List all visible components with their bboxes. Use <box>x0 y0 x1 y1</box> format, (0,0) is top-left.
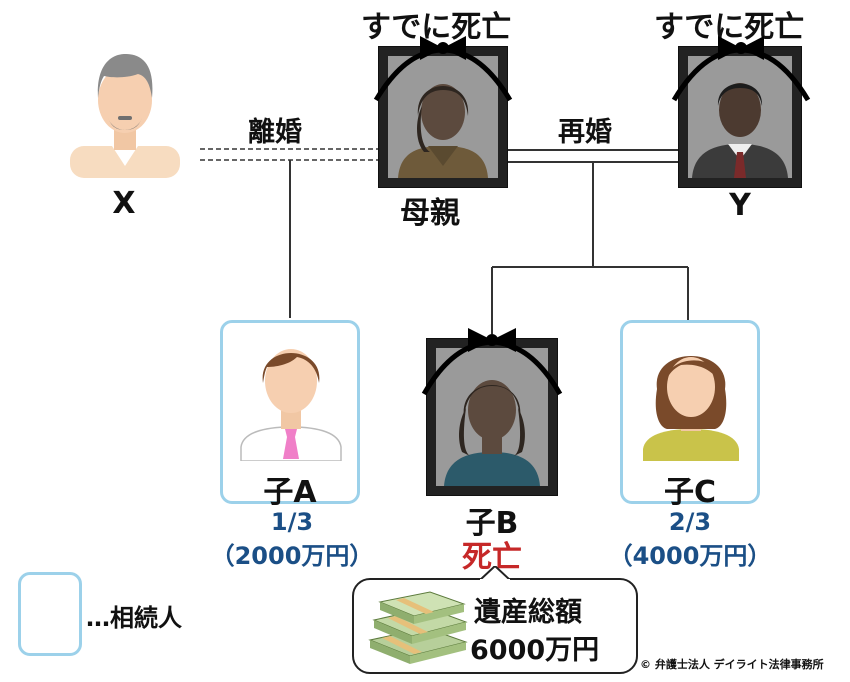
person-y-name: Y <box>729 188 751 223</box>
child-c-name: 子C <box>663 475 717 510</box>
child-b-name: 子B <box>465 506 519 541</box>
child-c-amount: （4000万円） <box>608 542 772 570</box>
mother-mourning-ribbon <box>370 30 516 110</box>
estate-amount: 6000万円 <box>470 635 600 666</box>
mother-memorial-frame <box>378 46 508 188</box>
estate-title: 遺産総額 <box>474 597 582 628</box>
child-c-share: 2/3 <box>668 508 712 536</box>
money-stack-icon <box>366 590 470 666</box>
remarriage-label: 再婚 <box>558 117 612 148</box>
legend-heir-box <box>18 572 82 656</box>
deceased-note-mother: すでに死亡 <box>361 10 512 45</box>
child-c-heir-box: 子C <box>620 320 760 510</box>
y-mourning-ribbon <box>668 30 814 110</box>
child-a-amount: （2000万円） <box>210 542 374 570</box>
child-a-avatar <box>237 329 345 461</box>
deceased-note-y: すでに死亡 <box>654 10 805 45</box>
child-a-name: 子A <box>263 475 317 510</box>
child-a-heir-box: 子A <box>220 320 360 510</box>
estate-callout-pointer <box>480 566 510 582</box>
person-mother-name: 母親 <box>400 196 460 231</box>
divorce-label: 離婚 <box>248 117 302 148</box>
legend-text: …相続人 <box>86 604 182 632</box>
copyright-text: © 弁護士法人 デイライト法律事務所 <box>640 658 824 671</box>
person-x-avatar <box>68 42 182 178</box>
person-x-name: X <box>112 186 136 221</box>
child-c-avatar <box>637 329 745 461</box>
child-b-mourning-ribbon <box>418 320 566 404</box>
child-a-share: 1/3 <box>270 508 314 536</box>
